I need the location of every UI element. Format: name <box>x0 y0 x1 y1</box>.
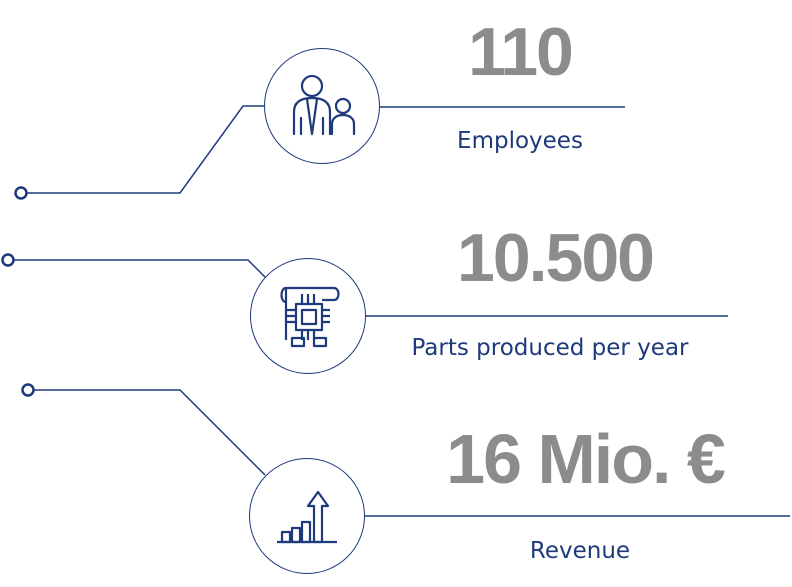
stat-label-employees: Employees <box>457 128 583 154</box>
revenue-icon-circle <box>249 458 365 574</box>
terminal-dot-revenue <box>21 383 35 397</box>
terminal-dot-parts <box>1 253 15 267</box>
connector-line-revenue <box>34 389 266 476</box>
growth-chart-icon <box>277 490 337 544</box>
connector-line-parts <box>14 259 271 283</box>
stat-label-parts: Parts produced per year <box>411 335 689 361</box>
people-icon <box>292 74 356 136</box>
stat-value-parts: 10.500 <box>457 220 655 296</box>
connector-line-employees <box>27 105 265 194</box>
stat-label-revenue: Revenue <box>529 538 631 564</box>
terminal-dot-employees <box>14 186 28 200</box>
employees-icon-circle <box>264 48 380 164</box>
parts-icon-circle <box>250 258 366 374</box>
stat-value-employees: 110 <box>468 14 574 90</box>
stat-value-revenue: 16 Mio. € <box>446 420 726 498</box>
chip-icon <box>280 286 340 348</box>
